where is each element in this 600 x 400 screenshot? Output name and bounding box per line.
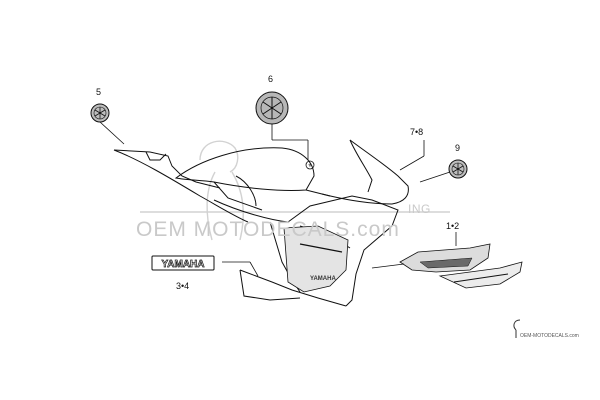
yamaha-decal-text: YAMAHA xyxy=(162,259,205,270)
watermark-rider-silhouette xyxy=(140,140,450,241)
leader-lines xyxy=(99,121,457,277)
callout-1-2: 1•2 xyxy=(446,221,460,231)
watermark-main: OEM MOTODECALS.com xyxy=(136,218,400,241)
emblem-9-icon xyxy=(448,159,468,179)
rear-seat-cowl xyxy=(113,149,249,223)
side-fairing-decal: YAMAHA xyxy=(283,225,349,293)
callout-3-4: 3•4 xyxy=(176,281,190,291)
watermark-small: OEM-MOTODECALS.com xyxy=(520,333,579,339)
callout-5: 5 xyxy=(96,87,102,97)
svg-text:⚜: ⚜ xyxy=(308,163,312,169)
callout-7-8: 7•8 xyxy=(410,127,424,137)
tank-emblem: ⚜ xyxy=(305,160,315,170)
side-fairing-logo: YAMAHA xyxy=(310,276,336,282)
emblem-5-icon xyxy=(90,103,110,123)
emblem-6-icon xyxy=(255,91,289,125)
upper-front-cowl xyxy=(305,139,409,205)
fuel-tank-cover xyxy=(174,147,315,211)
callout-6: 6 xyxy=(268,74,274,84)
watermark-right: ING xyxy=(408,202,431,216)
brand-mark-icon xyxy=(513,319,521,338)
callout-9: 9 xyxy=(455,143,461,153)
yamaha-decal: YAMAHA xyxy=(151,255,215,271)
under-cowl-panel xyxy=(399,243,523,289)
